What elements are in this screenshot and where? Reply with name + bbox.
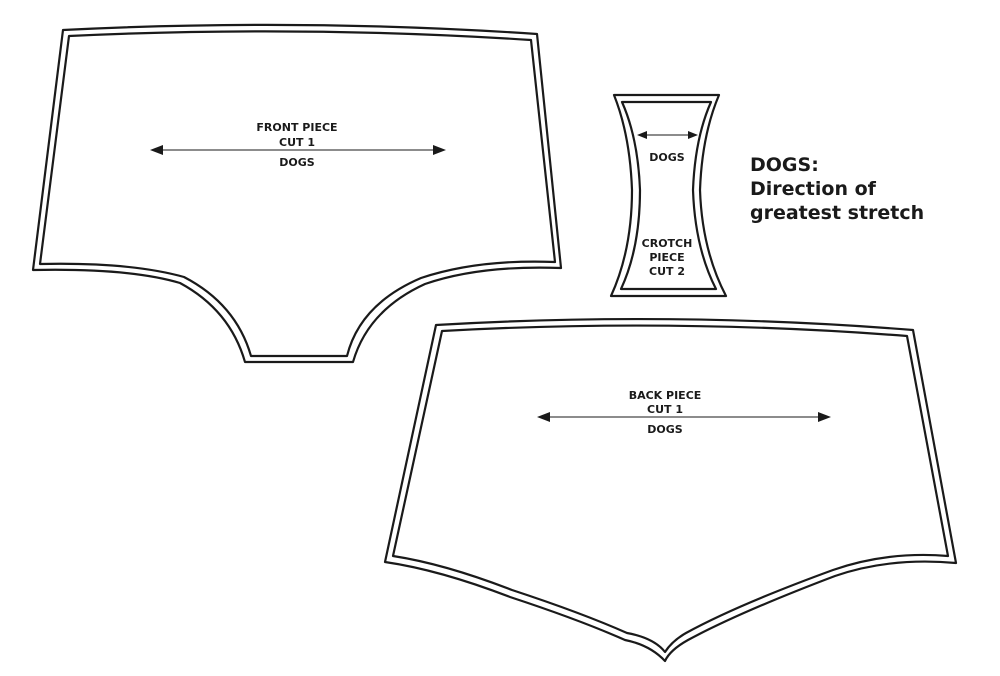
crotch-piece-grain-label: DOGS: [649, 151, 685, 164]
crotch-piece: DOGS CROTCH PIECE CUT 2: [609, 93, 728, 298]
grain-legend: DOGS: Direction of greatest stretch: [750, 154, 924, 224]
front-piece-seam-line: [38, 30, 557, 358]
crotch-piece-title-line2: PIECE: [649, 251, 684, 264]
legend-description-line1: Direction of: [750, 178, 877, 200]
legend-title: DOGS:: [750, 154, 819, 176]
front-piece-title: FRONT PIECE: [256, 121, 337, 134]
crotch-piece-seam-line: [619, 100, 718, 291]
crotch-grain-arrowhead-left: [637, 131, 647, 139]
front-piece-cut-count: CUT 1: [279, 136, 315, 149]
front-grain-arrowhead-right: [433, 145, 446, 155]
back-grain-arrowhead-left: [537, 412, 550, 422]
crotch-grain-arrowhead-right: [688, 131, 698, 139]
back-piece-seam-line: [391, 324, 950, 654]
back-piece-cut-count: CUT 1: [647, 403, 683, 416]
crotch-piece-cut-count: CUT 2: [649, 265, 685, 278]
crotch-piece-title-line1: CROTCH: [642, 237, 693, 250]
back-piece-title: BACK PIECE: [629, 389, 702, 402]
crotch-grain-arrow: [637, 131, 698, 139]
back-piece-grain-label: DOGS: [647, 423, 683, 436]
back-piece: BACK PIECE CUT 1 DOGS: [383, 317, 958, 663]
front-grain-arrowhead-left: [150, 145, 163, 155]
back-grain-arrow: [537, 412, 831, 422]
front-piece-grain-label: DOGS: [279, 156, 315, 169]
front-piece: FRONT PIECE CUT 1 DOGS: [31, 23, 563, 364]
legend-description-line2: greatest stretch: [750, 202, 924, 224]
back-grain-arrowhead-right: [818, 412, 831, 422]
front-grain-arrow: [150, 145, 446, 155]
